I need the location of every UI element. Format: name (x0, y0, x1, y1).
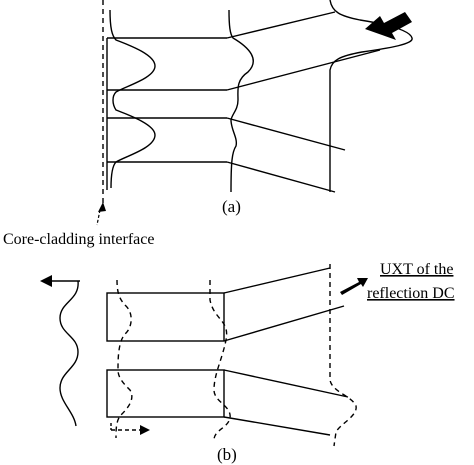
uxt-label-line1: UXT of the (380, 261, 453, 278)
connector-line (223, 416, 331, 436)
interface-pointer-head (98, 202, 106, 212)
dashed-profile-curve (329, 264, 357, 447)
coupled-profile-curve (228, 9, 254, 193)
reflected-profile-curve (329, 0, 413, 192)
connector-line (223, 305, 345, 342)
connector-line (223, 267, 331, 294)
uxt-label-line2: reflection DC (367, 285, 455, 302)
left-wave-arrow-head (40, 275, 52, 287)
grating-block (106, 369, 225, 418)
panel-a-label: (a) (222, 197, 241, 216)
panel-a (102, 0, 413, 205)
dashed-profile-curve (115, 279, 133, 439)
connector-line (226, 117, 346, 151)
incident-arrow (365, 12, 412, 40)
connector-line (226, 49, 381, 91)
connector-line (223, 369, 349, 398)
interface-label: Core-cladding interface (3, 231, 154, 248)
dashed-profile-curve (209, 280, 231, 441)
connector-line (226, 11, 336, 39)
panel-b-label: (b) (217, 445, 237, 464)
connector-line (226, 161, 336, 193)
panel-b (48, 264, 357, 447)
dashed-bottom-arrow-head (140, 425, 150, 435)
grating-block (106, 292, 225, 342)
interface-pointer-line (96, 209, 101, 226)
uxt-arrow (340, 278, 368, 295)
mode-profile-curve (109, 9, 156, 189)
left-sinusoid (59, 280, 79, 427)
